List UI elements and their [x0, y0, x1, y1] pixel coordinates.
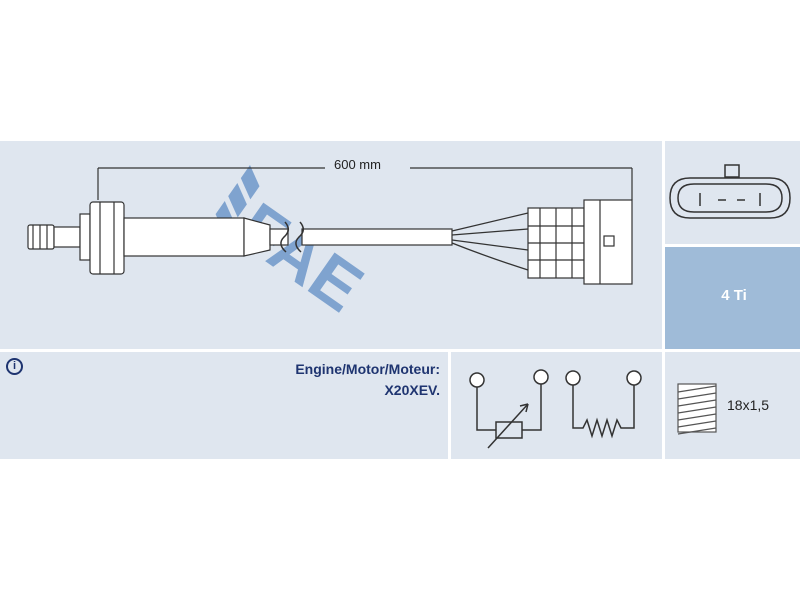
dimension-label: 600 mm: [330, 157, 385, 172]
fae-logo-text: FAE: [224, 188, 376, 326]
thread-icon: [677, 383, 717, 435]
info-circle-icon: i: [6, 358, 23, 375]
circuit-diagram-icon: [469, 369, 642, 449]
connector-panel: [665, 141, 800, 244]
engine-value: X20XEV.: [384, 382, 440, 398]
wires-panel: [665, 247, 800, 349]
thread-size-label: 18x1,5: [727, 397, 770, 413]
dimension-line: [97, 167, 633, 200]
circuit-panel: [451, 352, 662, 459]
wires-icon: [451, 212, 529, 271]
wires-count-label: 4 Ti: [721, 287, 747, 304]
lambda-sensor-icon: [27, 201, 453, 275]
cable-break-icon: [280, 221, 304, 253]
connector-face-icon: [669, 164, 791, 219]
engine-label: Engine/Motor/Moteur:: [295, 361, 440, 377]
plug-connector-icon: [527, 199, 633, 285]
engine-info-panel: [0, 352, 448, 459]
